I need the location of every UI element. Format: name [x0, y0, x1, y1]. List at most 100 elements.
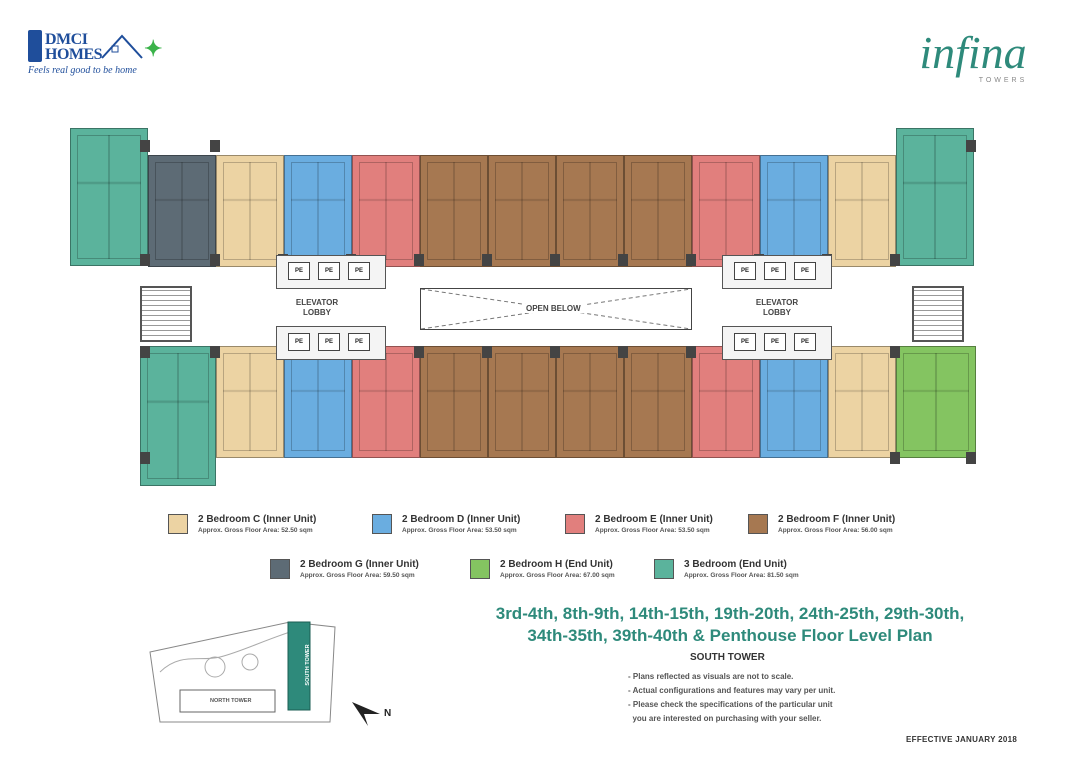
- legend-unit-area: Approx. Gross Floor Area: 59.50 sqm: [300, 572, 415, 579]
- legend-unit-area: Approx. Gross Floor Area: 81.50 sqm: [684, 572, 799, 579]
- unit-2br-f-bottom-1: [420, 346, 488, 458]
- elevator-pe: PE: [288, 262, 310, 280]
- structural-column: [482, 346, 492, 358]
- unit-2br-c-bottom-right: [828, 346, 896, 458]
- unit-2br-e-top-left: [352, 155, 420, 267]
- structural-column: [890, 254, 900, 266]
- tower-name: SOUTH TOWER: [690, 652, 765, 663]
- unit-2br-d-top-left: [284, 155, 352, 267]
- svg-text:✦: ✦: [144, 36, 162, 61]
- elevator-pe: PE: [734, 333, 756, 351]
- structural-column: [890, 346, 900, 358]
- unit-2br-e-bottom-left: [352, 346, 420, 458]
- note-1: - Plans reflected as visuals are not to …: [628, 672, 794, 681]
- unit-2br-f-top-1: [420, 155, 488, 267]
- structural-column: [890, 452, 900, 464]
- unit-2br-h-bottom-right: [896, 346, 976, 458]
- structural-column: [686, 346, 696, 358]
- north-label: N: [384, 708, 392, 719]
- structural-column: [210, 254, 220, 266]
- unit-2br-f-top-4: [624, 155, 692, 267]
- unit-2br-e-top-right: [692, 155, 760, 267]
- south-tower-label: SOUTH TOWER: [305, 644, 311, 686]
- unit-3br-top-right: [896, 128, 974, 266]
- legend-unit-name: 2 Bedroom D (Inner Unit): [402, 514, 521, 525]
- legend-swatch: [748, 514, 768, 534]
- structural-column: [618, 254, 628, 266]
- legend-unit-area: Approx. Gross Floor Area: 53.50 sqm: [595, 527, 710, 534]
- legend-unit-area: Approx. Gross Floor Area: 67.00 sqm: [500, 572, 615, 579]
- structural-column: [140, 254, 150, 266]
- structural-column: [140, 452, 150, 464]
- elevator-pe: PE: [318, 262, 340, 280]
- structural-column: [140, 140, 150, 152]
- stair-right: [912, 286, 964, 342]
- structural-column: [482, 254, 492, 266]
- structural-column: [210, 346, 220, 358]
- dmci-logo-mark: [28, 30, 42, 62]
- legend-unit-name: 3 Bedroom (End Unit): [684, 559, 787, 570]
- unit-2br-f-bottom-2: [488, 346, 556, 458]
- unit-2br-d-bottom-left: [284, 346, 352, 458]
- elevator-pe: PE: [734, 262, 756, 280]
- legend-unit-name: 2 Bedroom C (Inner Unit): [198, 514, 317, 525]
- legend-unit-area: Approx. Gross Floor Area: 52.50 sqm: [198, 527, 313, 534]
- floor-levels-line2: 34th-35th, 39th-40th & Penthouse Floor L…: [527, 626, 933, 645]
- note-3: - Please check the specifications of the…: [628, 700, 833, 709]
- legend-unit-name: 2 Bedroom E (Inner Unit): [595, 514, 713, 525]
- unit-3br-top-left: [70, 128, 148, 266]
- elevator-pe: PE: [348, 262, 370, 280]
- structural-column: [966, 452, 976, 464]
- house-logo-icon: ✦: [101, 34, 162, 61]
- site-map-drawing: [149, 621, 336, 723]
- unit-2br-f-bottom-3: [556, 346, 624, 458]
- structural-column: [414, 254, 424, 266]
- legend-swatch: [470, 559, 490, 579]
- floor-levels-line1: 3rd-4th, 8th-9th, 14th-15th, 19th-20th, …: [495, 604, 965, 623]
- site-map: NORTH TOWER SOUTH TOWER: [140, 612, 340, 732]
- legend-unit-name: 2 Bedroom H (End Unit): [500, 559, 613, 570]
- legend-unit-name: 2 Bedroom G (Inner Unit): [300, 559, 419, 570]
- note-2: - Actual configurations and features may…: [628, 686, 836, 695]
- structural-column: [550, 254, 560, 266]
- elevator-pe: PE: [348, 333, 370, 351]
- structural-column: [140, 346, 150, 358]
- dmci-logo-line2: HOMES: [45, 46, 103, 63]
- legend-unit-name: 2 Bedroom F (Inner Unit): [778, 514, 896, 525]
- dmci-tagline: Feels real good to be home: [28, 65, 137, 76]
- elevator-pe: PE: [764, 262, 786, 280]
- unit-2br-d-bottom-right: [760, 346, 828, 458]
- unit-2br-c-top-left: [216, 155, 284, 267]
- elevator-pe: PE: [764, 333, 786, 351]
- unit-2br-f-top-3: [556, 155, 624, 267]
- elevator-pe: PE: [318, 333, 340, 351]
- legend-swatch: [168, 514, 188, 534]
- structural-column: [686, 254, 696, 266]
- north-arrow-icon: [352, 702, 380, 726]
- unit-2br-f-top-2: [488, 155, 556, 267]
- structural-column: [966, 140, 976, 152]
- unit-2br-e-bottom-right: [692, 346, 760, 458]
- dmci-logo-line1: DMCI: [45, 31, 88, 48]
- open-below-void: [420, 288, 692, 330]
- legend-unit-area: Approx. Gross Floor Area: 56.00 sqm: [778, 527, 893, 534]
- stair-left: [140, 286, 192, 342]
- unit-2br-g-top: [148, 155, 216, 267]
- effective-date: EFFECTIVE JANUARY 2018: [906, 735, 1018, 744]
- open-below-label: OPEN BELOW: [522, 304, 585, 313]
- floor-plan: ELEVATOR LOBBY ELEVATOR LOBBY OPEN BELOW…: [70, 128, 976, 486]
- structural-column: [210, 140, 220, 152]
- structural-column: [414, 346, 424, 358]
- infina-logo: infina: [919, 27, 1027, 78]
- legend-swatch: [565, 514, 585, 534]
- unit-2br-c-bottom-left: [216, 346, 284, 458]
- elevator-lobby-label-right: ELEVATOR LOBBY: [755, 298, 799, 317]
- legend-swatch: [372, 514, 392, 534]
- unit-2br-f-bottom-4: [624, 346, 692, 458]
- note-4: you are interested on purchasing with yo…: [628, 714, 822, 723]
- elevator-pe: PE: [794, 262, 816, 280]
- infina-logo-sub: TOWERS: [978, 77, 1028, 84]
- unit-2br-c-top-right: [828, 155, 896, 267]
- unit-3br-bottom-left: [140, 346, 216, 486]
- structural-column: [550, 346, 560, 358]
